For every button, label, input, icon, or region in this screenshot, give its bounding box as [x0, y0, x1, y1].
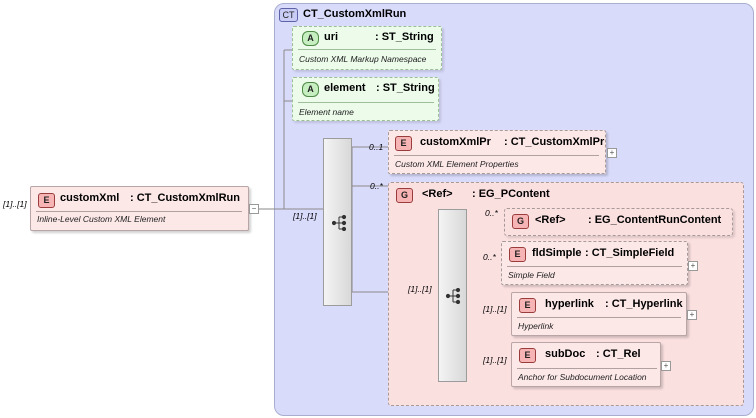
root-element-description: Inline-Level Custom XML Element — [37, 214, 166, 224]
custom-xml-pr-box[interactable]: E customXmlPr : CT_CustomXmlPr Custom XM… — [388, 130, 606, 174]
separator — [298, 49, 436, 50]
content-run-content-type: : EG_ContentRunContent — [588, 214, 722, 226]
separator — [298, 102, 434, 103]
complex-type-title: CT_CustomXmlRun — [303, 8, 407, 20]
minus-icon[interactable]: − — [249, 204, 259, 214]
content-run-content-box[interactable]: G <Ref> : EG_ContentRunContent — [504, 208, 733, 236]
plus-icon[interactable]: + — [687, 310, 697, 320]
fld-simple-box[interactable]: E fldSimple : CT_SimpleField Simple Fiel… — [501, 241, 688, 285]
sequence-icon — [446, 288, 461, 304]
attribute-uri-description: Custom XML Markup Namespace — [299, 54, 427, 64]
element-badge: E — [38, 193, 55, 208]
custom-xml-pr-cardinality: 0..1 — [369, 142, 384, 152]
sub-doc-name: subDoc — [545, 348, 586, 360]
attribute-element-description: Element name — [299, 107, 354, 117]
custom-xml-pr-name: customXmlPr — [420, 136, 491, 148]
sequence-inner-box[interactable] — [438, 209, 467, 382]
hyperlink-type: : CT_Hyperlink — [605, 298, 683, 310]
separator — [507, 266, 682, 267]
attribute-uri-box[interactable]: A uri : ST_String Custom XML Markup Name… — [292, 26, 442, 70]
hyperlink-name: hyperlink — [545, 298, 594, 310]
element-badge: E — [509, 247, 526, 262]
child-2-cardinality: [1]..[1] — [483, 304, 507, 314]
pcontent-name: <Ref> — [422, 188, 453, 200]
plus-icon[interactable]: + — [688, 261, 698, 271]
child-3-cardinality: [1]..[1] — [483, 355, 507, 365]
element-badge: E — [395, 136, 412, 151]
plus-icon[interactable]: + — [661, 361, 671, 371]
fld-simple-name: fldSimple — [532, 247, 582, 259]
attribute-element-box[interactable]: A element : ST_String Element name — [292, 77, 439, 121]
sequence-outer-box[interactable] — [323, 138, 352, 306]
hyperlink-box[interactable]: E hyperlink : CT_Hyperlink Hyperlink — [511, 292, 687, 336]
element-badge: E — [519, 298, 536, 313]
fld-simple-type: : CT_SimpleField — [585, 247, 675, 259]
child-0-cardinality: 0..* — [485, 208, 498, 218]
attribute-badge: A — [302, 31, 319, 46]
group-badge: G — [396, 188, 413, 203]
plus-icon[interactable]: + — [607, 148, 617, 158]
separator — [517, 368, 657, 369]
separator — [517, 317, 681, 318]
pcontent-type: : EG_PContent — [472, 188, 550, 200]
sub-doc-type: : CT_Rel — [596, 348, 641, 360]
sequence-icon — [332, 215, 347, 231]
pcontent-cardinality: 0..* — [370, 181, 383, 191]
separator — [394, 155, 599, 156]
separator — [36, 211, 242, 212]
root-element-name: customXml — [60, 192, 120, 204]
custom-xml-pr-description: Custom XML Element Properties — [395, 159, 519, 169]
child-1-cardinality: 0..* — [483, 252, 496, 262]
attribute-element-type: : ST_String — [376, 82, 435, 94]
attribute-element-name: element — [324, 82, 366, 94]
root-element-type: : CT_CustomXmlRun — [130, 192, 240, 204]
complex-type-badge: CT — [279, 8, 298, 22]
inner-sequence-cardinality: [1]..[1] — [408, 284, 432, 294]
root-element-box[interactable]: E customXml : CT_CustomXmlRun Inline-Lev… — [30, 186, 249, 231]
attribute-badge: A — [302, 82, 319, 97]
hyperlink-description: Hyperlink — [518, 321, 554, 331]
group-badge: G — [512, 214, 529, 229]
fld-simple-description: Simple Field — [508, 270, 555, 280]
sequence-outer-cardinality: [1]..[1] — [293, 211, 317, 221]
element-badge: E — [519, 348, 536, 363]
root-cardinality: [1]..[1] — [3, 199, 27, 209]
content-run-content-name: <Ref> — [535, 214, 566, 226]
sub-doc-description: Anchor for Subdocument Location — [518, 372, 647, 382]
sub-doc-box[interactable]: E subDoc : CT_Rel Anchor for Subdocument… — [511, 342, 661, 387]
attribute-uri-name: uri — [324, 31, 339, 43]
attribute-uri-type: : ST_String — [375, 31, 434, 43]
custom-xml-pr-type: : CT_CustomXmlPr — [504, 136, 605, 148]
